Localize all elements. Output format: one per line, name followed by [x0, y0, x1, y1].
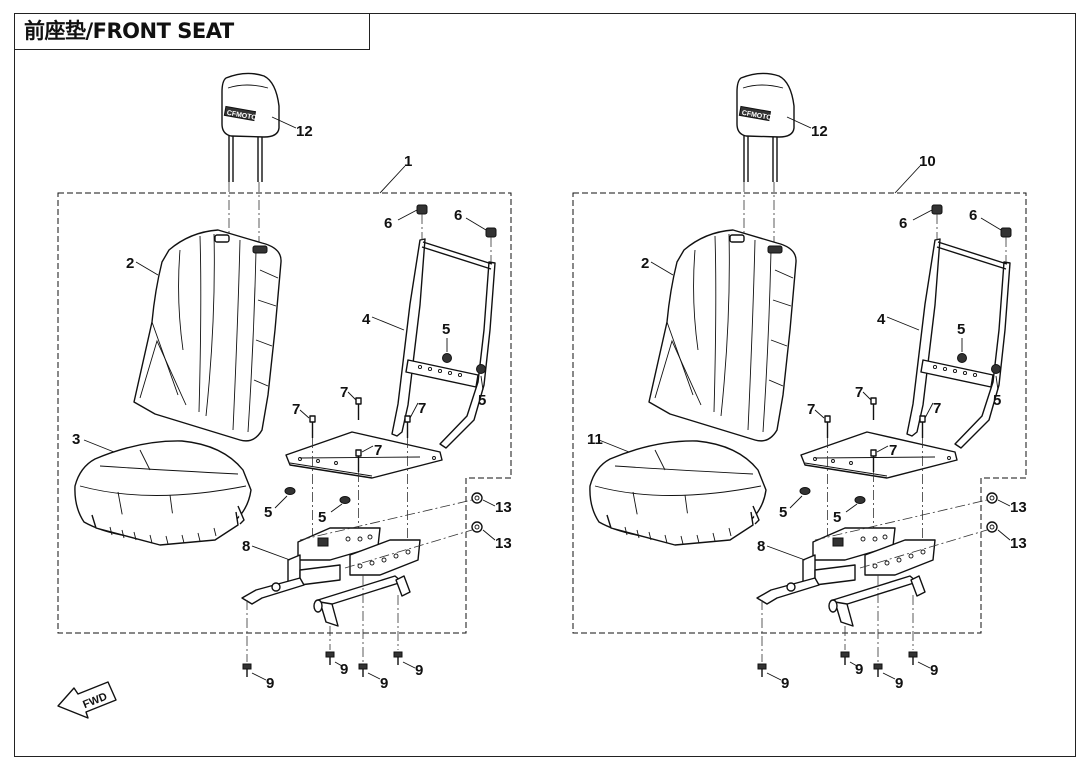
label-nut-upper: 5: [957, 321, 965, 338]
seat-assembly: 10 CFMOTO 12: [572, 72, 1027, 692]
label-bolt-d: 7: [374, 442, 382, 459]
screw: [242, 663, 252, 677]
bolt: [870, 397, 877, 420]
bolt: [870, 449, 877, 530]
label-headrest: 12: [811, 123, 828, 140]
title-box: [14, 13, 370, 50]
nut: [476, 364, 486, 374]
label-cap-a: 6: [384, 215, 392, 232]
label-backrest: 2: [641, 255, 649, 272]
label-bolt-a: 7: [292, 401, 300, 418]
leader-assembly: [379, 165, 406, 194]
label-cap-b: 6: [454, 207, 462, 224]
assembly-boundary: [57, 192, 512, 634]
label-nut-lower-a: 5: [779, 504, 787, 521]
label-bolt-a: 7: [807, 401, 815, 418]
label-backrest: 2: [126, 255, 134, 272]
frame-cap: [931, 204, 943, 240]
label-screw-a: 9: [781, 675, 789, 692]
label-bolt-c: 7: [933, 400, 941, 417]
screw: [358, 663, 368, 677]
bolt: [355, 397, 362, 420]
bolt: [355, 449, 362, 530]
seat-slider: [241, 527, 421, 627]
headrest: CFMOTO: [736, 72, 795, 182]
label-screw-b: 9: [855, 661, 863, 678]
nut: [991, 364, 1001, 374]
label-bolt-b: 7: [855, 384, 863, 401]
bolt: [404, 415, 411, 540]
label-headrest: 12: [296, 123, 313, 140]
screw: [757, 663, 767, 677]
label-slider: 8: [242, 538, 250, 555]
label-cap-b: 6: [969, 207, 977, 224]
backrest-frame: [800, 238, 1011, 479]
fwd-arrow-icon: FWD: [57, 681, 117, 719]
bolt: [309, 415, 316, 540]
bushing: [471, 521, 483, 533]
label-bushing-b: 13: [1010, 535, 1027, 552]
seat-slider: [756, 527, 936, 627]
screw: [908, 651, 918, 665]
label-nut-side: 5: [993, 392, 1001, 409]
backrest: [648, 229, 797, 442]
label-nut-lower-b: 5: [318, 509, 326, 526]
label-screw-c: 9: [895, 675, 903, 692]
label-assembly: 10: [919, 153, 936, 170]
label-cushion: 11: [587, 431, 603, 448]
label-bushing-a: 13: [495, 499, 512, 516]
label-assembly: 1: [404, 153, 412, 170]
bolt: [824, 415, 831, 540]
seat-assembly-right: 10 CFMOTO 12: [572, 72, 1027, 692]
label-screw-d: 9: [930, 662, 938, 679]
page-title: 前座垫/FRONT SEAT: [24, 19, 234, 43]
seat-assembly: 1 CFMOTO 12: [57, 72, 512, 692]
label-nut-upper: 5: [442, 321, 450, 338]
frame-cap: [485, 227, 497, 262]
label-bushing-a: 13: [1010, 499, 1027, 516]
label-screw-d: 9: [415, 662, 423, 679]
label-nut-side: 5: [478, 392, 486, 409]
seat-cushion: [589, 440, 767, 546]
bushing: [986, 521, 998, 533]
bushing: [986, 492, 998, 504]
leader-assembly: [894, 165, 921, 194]
assembly-boundary: [572, 192, 1027, 634]
label-screw-b: 9: [340, 661, 348, 678]
label-cushion: 3: [72, 431, 80, 448]
label-bolt-d: 7: [889, 442, 897, 459]
label-cap-a: 6: [899, 215, 907, 232]
label-bolt-b: 7: [340, 384, 348, 401]
nut: [442, 353, 452, 363]
backrest: [133, 229, 282, 442]
nut: [284, 487, 296, 495]
bolt: [919, 415, 926, 540]
label-frame: 4: [877, 311, 886, 328]
screw: [873, 663, 883, 677]
nut: [799, 487, 811, 495]
label-screw-a: 9: [266, 675, 274, 692]
label-nut-lower-a: 5: [264, 504, 272, 521]
nut: [854, 496, 866, 504]
label-frame: 4: [362, 311, 371, 328]
drawing-frame: [14, 13, 1076, 757]
nut: [339, 496, 351, 504]
headrest: CFMOTO: [221, 72, 280, 182]
label-nut-lower-b: 5: [833, 509, 841, 526]
nut: [957, 353, 967, 363]
label-slider: 8: [757, 538, 765, 555]
label-bolt-c: 7: [418, 400, 426, 417]
screw: [393, 651, 403, 665]
screw: [840, 651, 850, 665]
label-screw-c: 9: [380, 675, 388, 692]
screw: [325, 651, 335, 665]
label-bushing-b: 13: [495, 535, 512, 552]
seat-cushion: [74, 440, 252, 546]
bushing: [471, 492, 483, 504]
frame-cap: [416, 204, 428, 240]
backrest-frame: [285, 238, 496, 479]
frame-cap: [1000, 227, 1012, 262]
